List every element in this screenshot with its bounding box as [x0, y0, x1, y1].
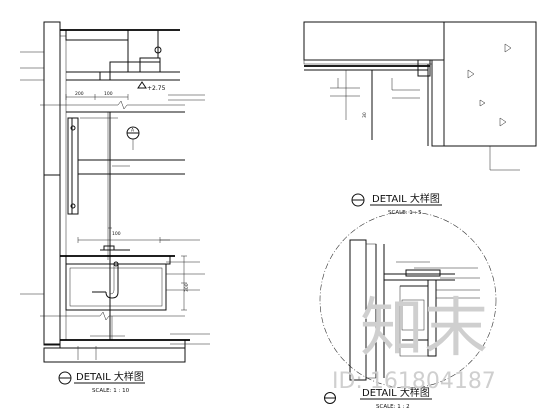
- bottom-right-title-block: DETAIL 大样图 SCALE: 1 : 2: [324, 386, 432, 410]
- watermark: 知末 ID: 161804187: [332, 292, 496, 394]
- floor-slab: [59, 339, 186, 349]
- left-detail-title: DETAIL 大样图: [76, 370, 144, 383]
- top-right-detail-scale: SCALE: 1 : 5: [388, 210, 422, 216]
- left-detail-scale: SCALE: 1 : 10: [92, 388, 130, 394]
- left-detail-title-block: DETAIL 大样图 SCALE: 1 : 10: [58, 370, 145, 394]
- bottom-right-detail-title: DETAIL 大样图: [362, 386, 430, 399]
- dim-100b: 100: [112, 231, 121, 237]
- ceiling-ductwork: [109, 61, 161, 73]
- concrete-column: [443, 21, 537, 147]
- top-right-detail-title: DETAIL 大样图: [372, 192, 440, 205]
- top-right-detail: 30 DETAIL 大样图 SCALE: 1 : 5: [303, 21, 537, 216]
- dim-200: 200: [75, 91, 84, 97]
- section-marker-a: A: [126, 126, 140, 150]
- basin-drain-pipe: [105, 264, 119, 299]
- counter-cabinet: [65, 263, 167, 311]
- left-section-detail: +2.75 200 100 A: [20, 21, 210, 394]
- bottom-right-detail: DETAIL 大样图 SCALE: 1 : 2: [319, 211, 497, 410]
- floor-structure: [43, 347, 186, 363]
- mirror-panel: [67, 117, 79, 215]
- slab-top-hatch: [303, 21, 445, 61]
- finish-layer-corner: [304, 59, 445, 147]
- wall-finish-layer: [59, 35, 67, 341]
- top-right-title-block: DETAIL 大样图 SCALE: 1 : 5: [351, 192, 442, 216]
- bottom-right-detail-scale: SCALE: 1 : 2: [376, 404, 410, 410]
- wall-hatch: [43, 21, 61, 345]
- ceiling-slab: [65, 29, 129, 41]
- level-mark: +2.75: [147, 85, 166, 92]
- dim-300: 300: [184, 283, 190, 292]
- detail-callout-circle: [319, 211, 497, 389]
- watermark-logo-text: 知末: [360, 292, 488, 366]
- wall-hatch-lower: [43, 174, 61, 346]
- svg-text:A: A: [131, 128, 135, 134]
- dim-100: 100: [104, 91, 113, 97]
- top-right-dim-30: 30: [362, 112, 368, 118]
- watermark-id-text: ID: 161804187: [332, 369, 496, 394]
